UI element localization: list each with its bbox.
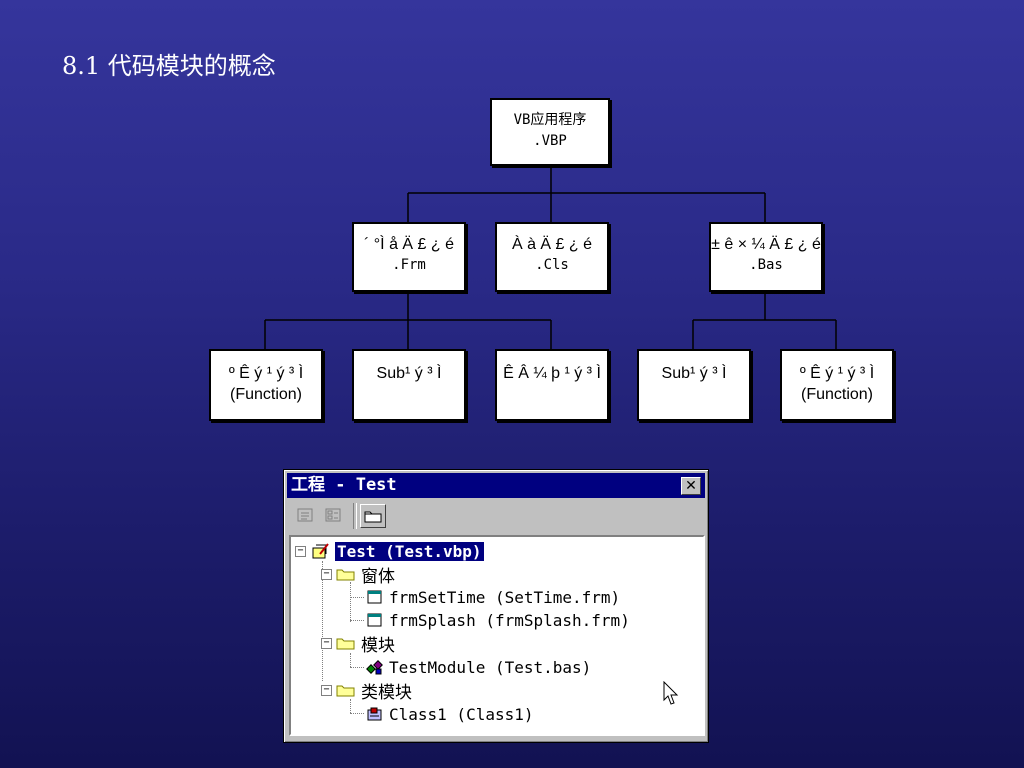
tree-item-label: 类模块 <box>361 682 412 703</box>
folder-icon <box>336 685 355 697</box>
tree-folder-forms[interactable]: − 窗体 <box>321 563 395 587</box>
tree-folder-class-modules[interactable]: − 类模块 <box>321 679 412 703</box>
tree-item-label: frmSetTime (SetTime.frm) <box>389 587 621 607</box>
toggle-folders-button[interactable] <box>360 504 386 528</box>
folder-icon <box>336 569 355 581</box>
tree-connector <box>350 582 351 622</box>
node-vb-project: VB应用程序 .VBP <box>490 98 610 166</box>
project-icon <box>312 543 329 559</box>
node-function-procedure: º Ê ý ¹ ý ³ Ì (Function) <box>780 349 894 421</box>
window-titlebar[interactable]: 工程 - Test ✕ <box>287 473 705 498</box>
node-extension: .VBP <box>533 133 567 149</box>
node-sub-procedure: Sub¹ ý ³ Ì <box>637 349 751 421</box>
tree-item-class1[interactable]: Class1 (Class1) <box>366 703 534 725</box>
close-icon: ✕ <box>685 478 697 494</box>
view-object-button[interactable] <box>321 504 345 526</box>
node-class-module: À à Ä £ ¿ é .Cls <box>495 222 609 292</box>
toolbar-separator <box>353 503 357 529</box>
tree-item-label: 模块 <box>361 635 395 656</box>
folder-icon <box>364 511 382 523</box>
node-function-procedure: º Ê ý ¹ ý ³ Ì (Function) <box>209 349 323 421</box>
form-icon <box>367 590 382 604</box>
collapse-icon[interactable]: − <box>321 684 332 696</box>
view-code-button[interactable] <box>293 504 317 526</box>
tree-item-testmodule[interactable]: TestModule (Test.bas) <box>366 656 591 678</box>
tree-connector <box>350 699 351 713</box>
tree-item-label: TestModule (Test.bas) <box>389 657 592 677</box>
tree-item-label: 窗体 <box>361 566 395 587</box>
node-extension: .Bas <box>749 257 783 273</box>
view-code-icon <box>297 508 313 522</box>
tree-connector <box>322 561 323 681</box>
tree-item-label: Class1 (Class1) <box>389 704 534 724</box>
tree-folder-modules[interactable]: − 模块 <box>321 632 395 656</box>
window-title: 工程 - Test <box>291 475 397 495</box>
folder-icon <box>336 638 355 650</box>
node-extension: .Cls <box>535 257 569 273</box>
node-label: ± ê × ¼ Ä £ ¿ é <box>711 236 821 253</box>
tree-connector <box>350 597 364 598</box>
tree-connector <box>350 620 364 621</box>
node-standard-module: ± ê × ¼ Ä £ ¿ é .Bas <box>709 222 823 292</box>
project-tree: − Test (Test.vbp) − 窗体 frmSetTime (SetTi… <box>289 535 705 736</box>
project-toolbar <box>287 500 705 532</box>
node-label: º Ê ý ¹ ý ³ Ì <box>228 365 304 382</box>
module-icon <box>366 660 383 675</box>
tree-item-project[interactable]: − Test (Test.vbp) <box>295 540 485 562</box>
node-event-procedure: Ê Â ¼ þ ¹ ý ³ Ì <box>495 349 609 421</box>
project-explorer-window: 工程 - Test ✕ <box>283 469 709 743</box>
node-label: VB应用程序 <box>513 112 587 128</box>
node-sublabel: (Function) <box>229 386 303 403</box>
mouse-cursor-icon <box>663 681 679 705</box>
collapse-icon[interactable]: − <box>321 637 332 649</box>
tree-connector <box>350 713 364 714</box>
tree-item-label: frmSplash (frmSplash.frm) <box>389 610 630 630</box>
tree-item-frmsettime[interactable]: frmSetTime (SetTime.frm) <box>366 586 620 608</box>
node-form-module: ´ °Ì å Ä £ ¿ é .Frm <box>352 222 466 292</box>
tree-connector <box>350 653 351 667</box>
node-sublabel: (Function) <box>800 386 874 403</box>
tree-item-label: Test (Test.vbp) <box>334 540 485 562</box>
form-icon <box>367 613 382 627</box>
node-sub-procedure: Sub¹ ý ³ Ì <box>352 349 466 421</box>
class-module-icon <box>367 707 382 721</box>
node-label: º Ê ý ¹ ý ³ Ì <box>799 365 875 382</box>
close-button[interactable]: ✕ <box>681 477 701 495</box>
view-object-icon <box>325 508 341 522</box>
collapse-icon[interactable]: − <box>295 545 306 557</box>
node-label: ´ °Ì å Ä £ ¿ é <box>364 236 454 253</box>
node-extension: .Frm <box>392 257 426 273</box>
node-label: À à Ä £ ¿ é <box>511 236 593 253</box>
node-label: Sub¹ ý ³ Ì <box>661 365 727 382</box>
tree-connector <box>350 667 364 668</box>
collapse-icon[interactable]: − <box>321 568 332 580</box>
tree-item-frmsplash[interactable]: frmSplash (frmSplash.frm) <box>366 609 630 631</box>
node-label: Ê Â ¼ þ ¹ ý ³ Ì <box>503 365 601 382</box>
slide-title: 8.1 代码模块的概念 <box>62 52 276 80</box>
node-label: Sub¹ ý ³ Ì <box>376 365 442 382</box>
